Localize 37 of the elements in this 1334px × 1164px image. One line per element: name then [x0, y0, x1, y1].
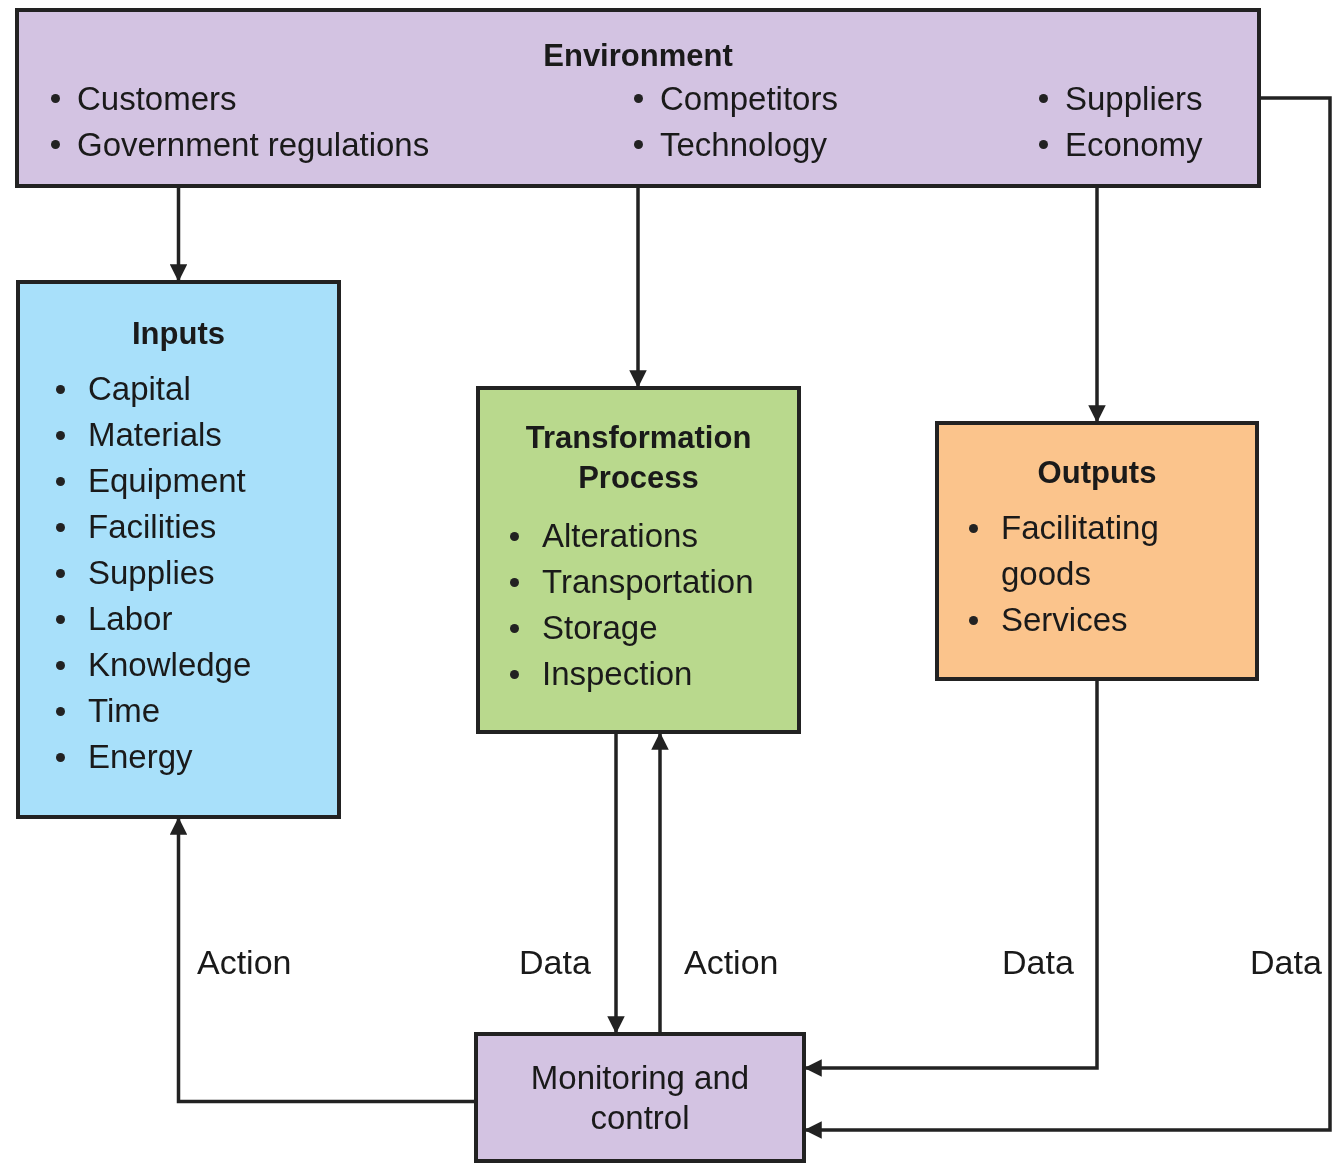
arrow — [169, 817, 474, 1104]
list-item: Facilities — [88, 507, 217, 548]
process-box — [16, 280, 341, 819]
list-item: Suppliers — [1065, 79, 1203, 119]
process-box — [476, 386, 801, 734]
arrow — [651, 732, 669, 1032]
list-item: Competitors — [660, 79, 838, 119]
box-text: Monitoring and control — [529, 1057, 751, 1138]
list-item: Materials — [88, 415, 222, 456]
arrow — [607, 734, 625, 1034]
list-item: Inspection — [542, 653, 693, 694]
list-item: Knowledge — [88, 645, 252, 686]
list-item: Time — [88, 691, 161, 732]
list-item: Services — [1001, 600, 1128, 641]
list-item: Labor — [88, 599, 173, 640]
box-heading: Outputs — [1036, 454, 1158, 492]
box-heading: Environment — [542, 37, 734, 75]
list-item: Facilitating goods — [1001, 508, 1160, 595]
process-box — [474, 1032, 806, 1163]
box-heading: Transformation Process — [524, 419, 753, 498]
box-heading: Inputs — [131, 315, 226, 353]
process-box — [935, 421, 1259, 681]
list-item: Government regulations — [77, 125, 430, 165]
list-item: Capital — [88, 369, 191, 410]
list-item: Alterations — [542, 515, 698, 556]
list-item: Storage — [542, 607, 658, 648]
list-item: Economy — [1065, 125, 1203, 165]
list-item: Transportation — [542, 561, 754, 602]
list-item: Equipment — [88, 461, 246, 502]
list-item: Customers — [77, 79, 237, 119]
list-item: Supplies — [88, 553, 215, 594]
list-item: Energy — [88, 737, 193, 778]
list-item: Technology — [660, 125, 827, 165]
process-box — [15, 8, 1261, 188]
arrow — [169, 188, 188, 282]
arrow — [629, 188, 647, 388]
arrow — [1088, 188, 1106, 423]
